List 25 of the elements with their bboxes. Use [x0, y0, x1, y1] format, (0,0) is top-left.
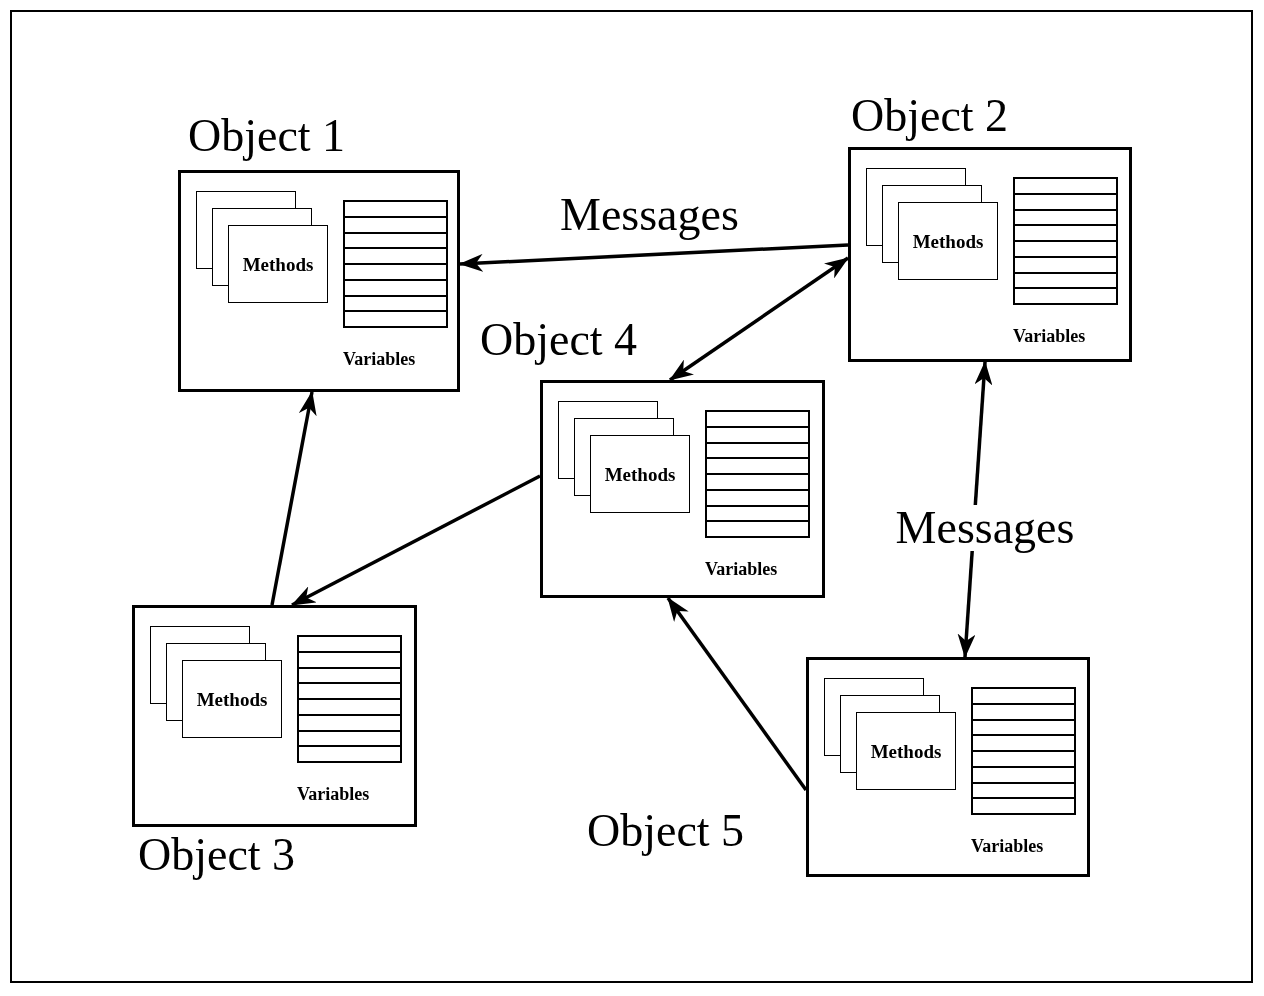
- methods-label: Methods: [870, 741, 942, 761]
- variables-label: Variables: [705, 560, 778, 578]
- variables-label: Variables: [343, 350, 416, 368]
- object-title: Object 2: [851, 93, 1009, 139]
- arrow: [666, 596, 808, 792]
- methods-page: [898, 202, 998, 280]
- methods-page: [228, 225, 328, 303]
- arrow: [270, 391, 317, 606]
- methods-page: [182, 660, 282, 738]
- variables-label: Variables: [971, 837, 1044, 855]
- object-title: Object 1: [188, 113, 346, 159]
- object-title: Object 5: [587, 808, 745, 854]
- variables-label: Variables: [1013, 327, 1086, 345]
- arrow: [459, 243, 849, 272]
- methods-label: Methods: [242, 254, 314, 274]
- methods-label: Methods: [604, 464, 676, 484]
- arrow: [291, 474, 541, 607]
- methods-page: [856, 712, 956, 790]
- variables-label: Variables: [297, 785, 370, 803]
- methods-label: Methods: [912, 231, 984, 251]
- methods-label: Methods: [196, 689, 268, 709]
- methods-page: [590, 435, 690, 513]
- object-title: Object 4: [480, 317, 638, 363]
- object-title: Object 3: [138, 832, 296, 878]
- arrow: [669, 256, 849, 382]
